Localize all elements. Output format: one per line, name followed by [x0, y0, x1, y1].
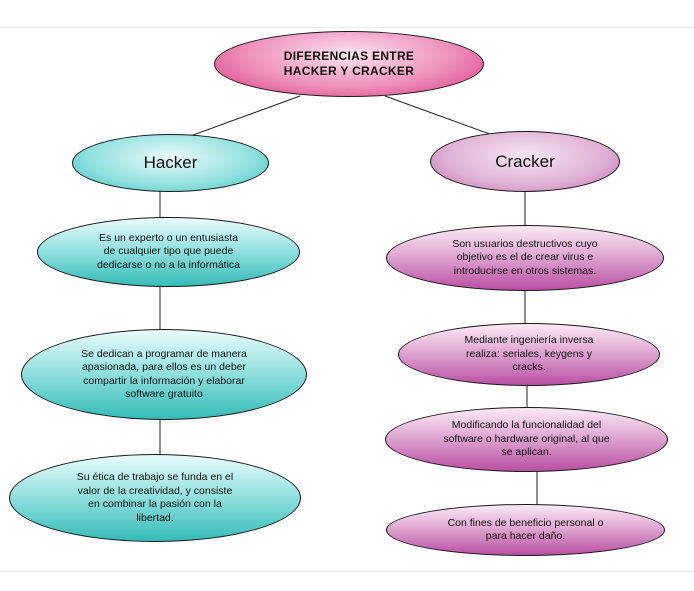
cracker-item-4: Con fines de beneficio personal o para h… — [386, 504, 665, 556]
hacker-item-2-text: Se dedican a programar de manera apasion… — [81, 347, 247, 401]
hacker-title: Hacker — [143, 153, 198, 172]
hacker-item-3: Su ética de trabajo se funda en el valor… — [9, 454, 301, 542]
root-label: DIFERENCIAS ENTRE HACKER Y CRACKER — [283, 49, 415, 78]
bottom-divider — [0, 571, 694, 572]
cracker-item-1: Son usuarios destructivos cuyo objetivo … — [386, 225, 664, 291]
hacker-item-2: Se dedican a programar de manera apasion… — [21, 329, 307, 420]
cracker-item-2-text: Mediante ingeniería inversa realiza: ser… — [464, 334, 594, 374]
cracker-title: Cracker — [495, 151, 555, 171]
cracker-item-3: Modificando la funcionalidad del softwar… — [385, 407, 668, 472]
cracker-item-2: Mediante ingeniería inversa realiza: ser… — [398, 323, 660, 386]
hacker-item-3-text: Su ética de trabajo se funda en el valor… — [76, 471, 234, 524]
top-divider — [0, 27, 694, 28]
hacker-item-1: Es un experto o un entusiasta de cualqui… — [37, 217, 300, 287]
hacker-node: Hacker — [72, 134, 269, 192]
root-node: DIFERENCIAS ENTRE HACKER Y CRACKER — [214, 31, 484, 97]
cracker-item-1-text: Son usuarios destructivos cuyo objetivo … — [452, 237, 598, 277]
cracker-node: Cracker — [430, 131, 620, 192]
cracker-item-3-text: Modificando la funcionalidad del softwar… — [443, 419, 610, 459]
hacker-item-1-text: Es un experto o un entusiasta de cualqui… — [97, 231, 240, 271]
cracker-item-4-text: Con fines de beneficio personal o para h… — [447, 516, 604, 543]
